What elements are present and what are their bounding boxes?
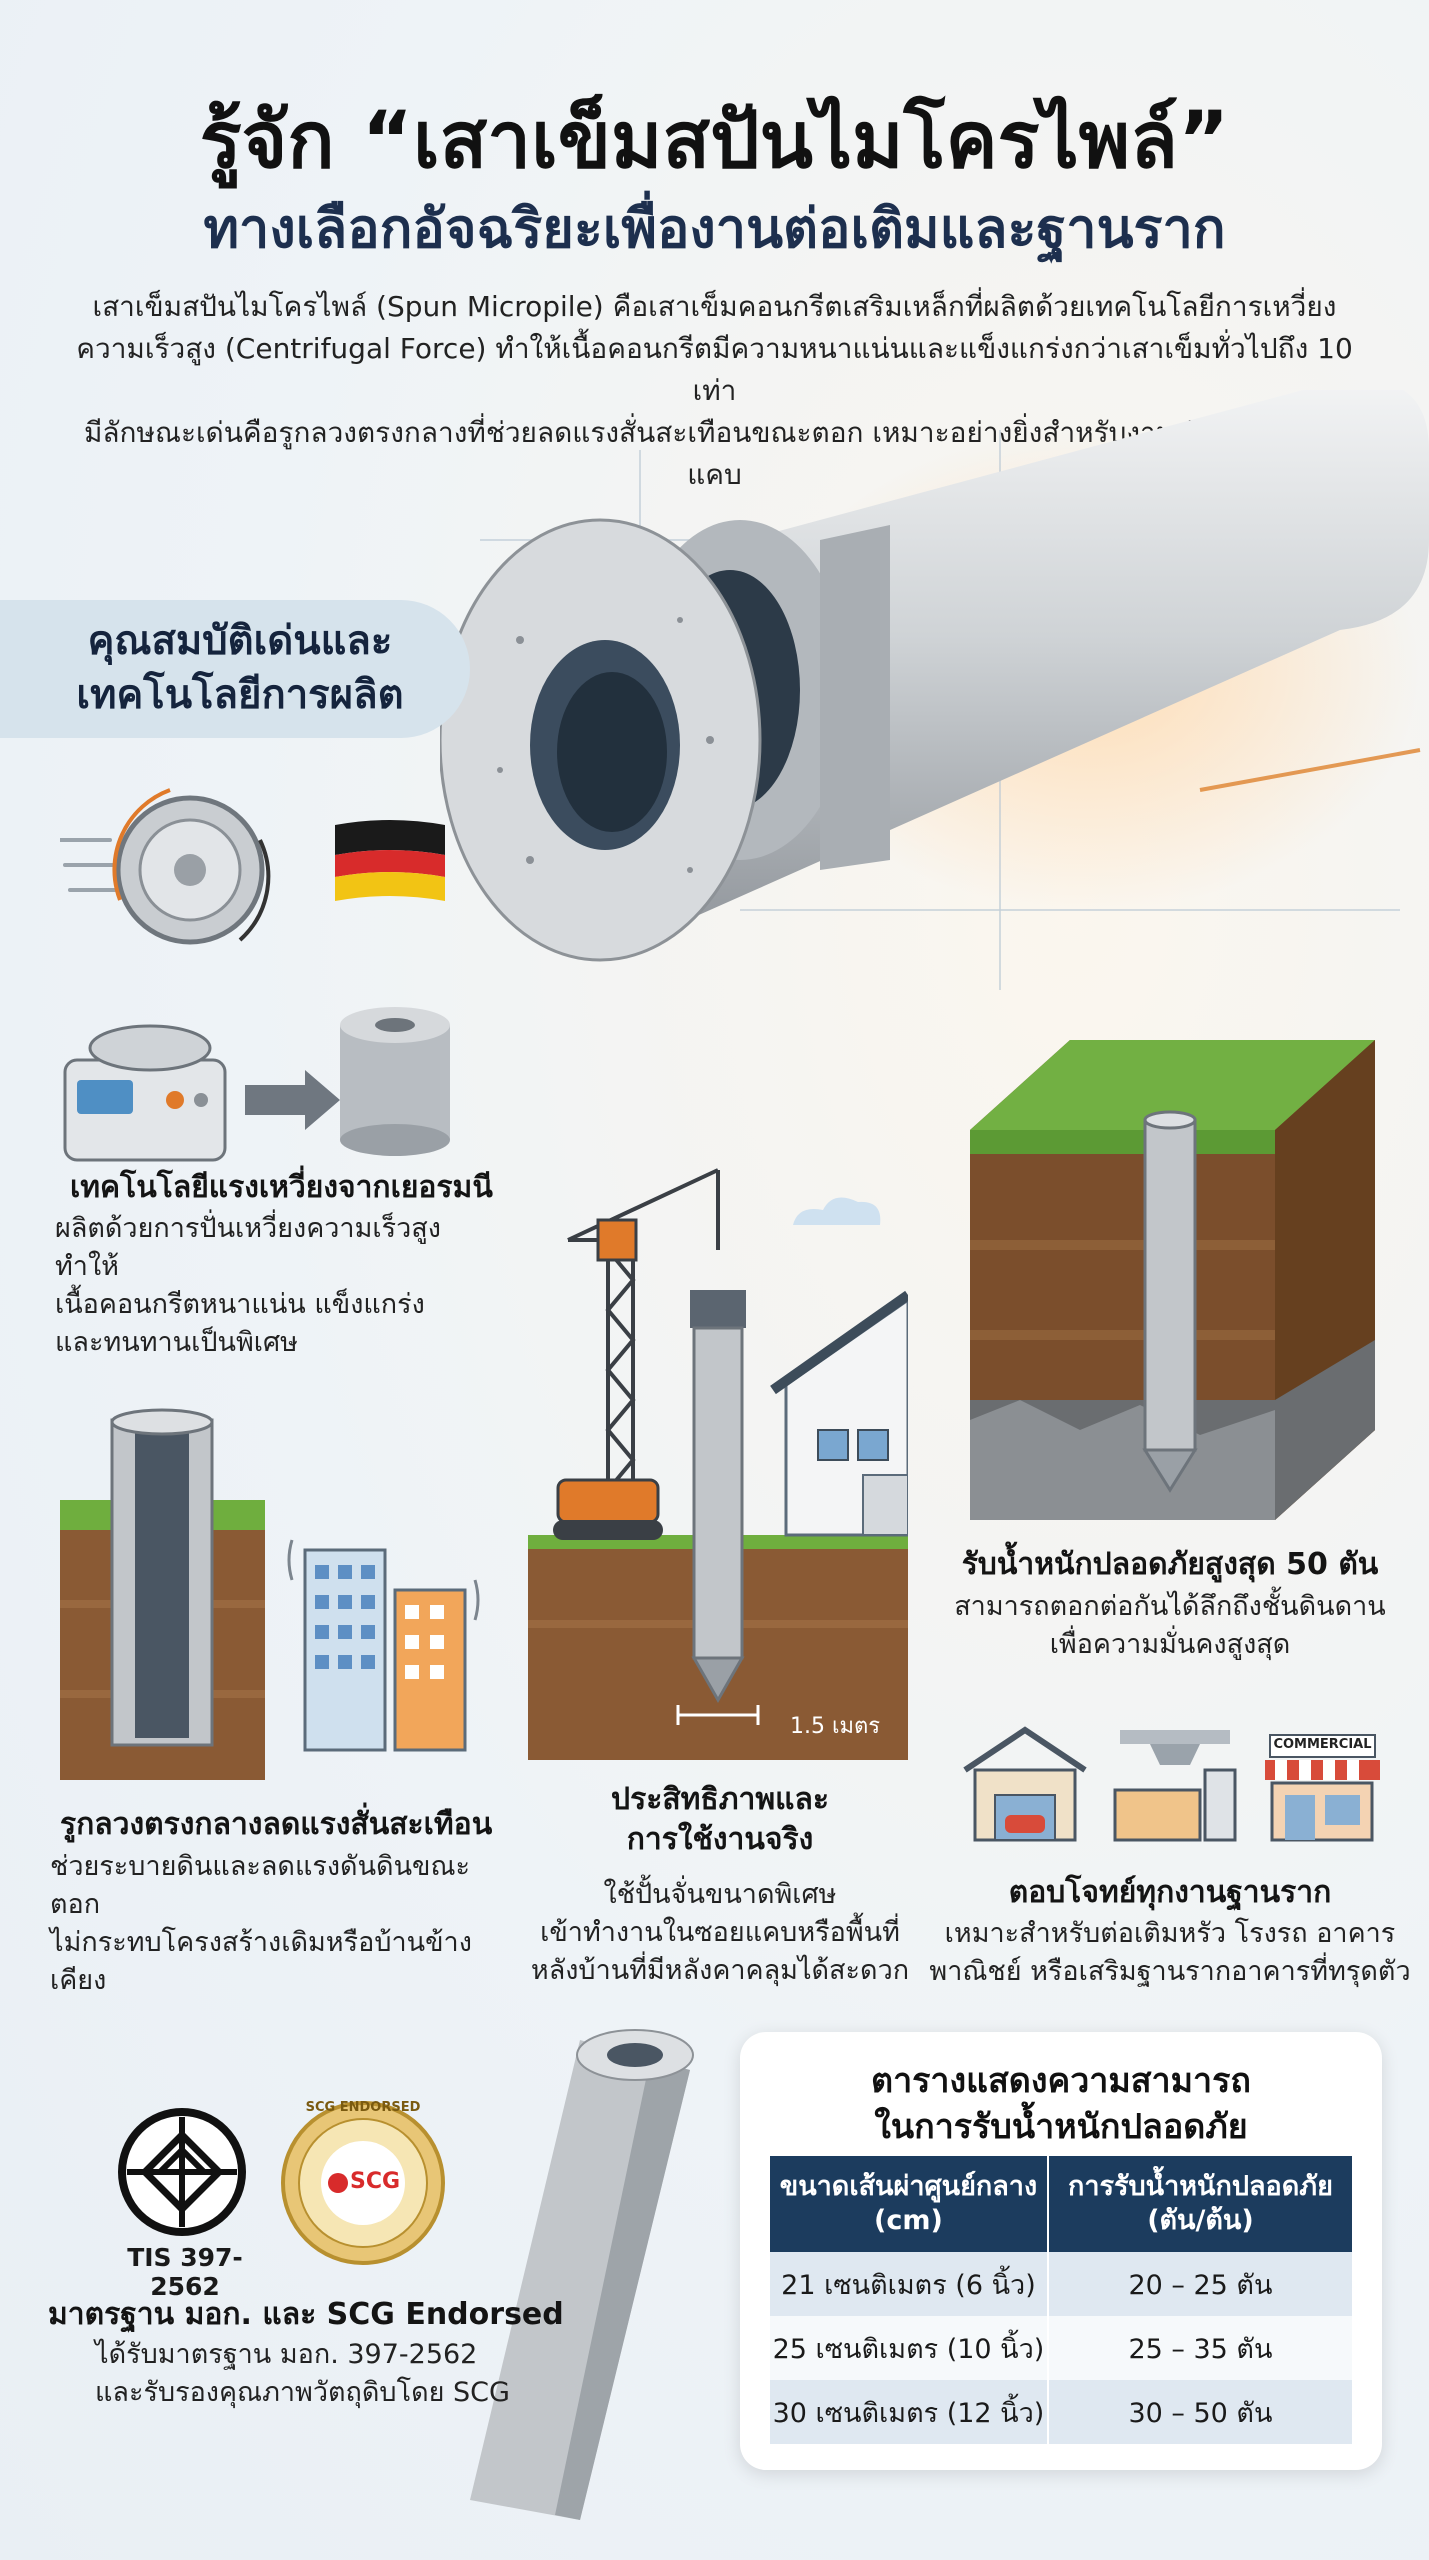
description-line: และทนทานเป็นพิเศษ [55,1327,298,1358]
title-line: ประสิทธิภาพและ [611,1782,829,1817]
table-header-row: ขนาดเส้นผ่าศูนย์กลาง (cm) การรับน้ำหนักป… [770,2156,1352,2252]
description-line: ไม่กระทบโครงสร้างเดิมหรือบ้านข้างเคียง [50,1927,472,1996]
description-line: เพื่อความมั่นคงสูงสุด [1049,1629,1291,1660]
load-capacity-table: ขนาดเส้นผ่าศูนย์กลาง (cm) การรับน้ำหนักป… [770,2156,1352,2444]
germany-flag-icon [335,820,445,901]
feature-hollow-title: รูกลวงตรงกลางลดแรงสั่นสะเทือน [60,1807,493,1842]
description-line: พาณิชย์ หรือเสริมฐานรากอาคารที่ทรุดตัว [929,1956,1411,1987]
table-title-line: ตารางแสดงความสามารถ [870,2061,1251,2101]
features-heading-line: คุณสมบัติเด่นและ [87,618,393,664]
feature-german-description: ผลิตด้วยการปั่นเหวี่ยงความเร็วสูงทำให้ เ… [55,1210,475,1362]
page-subtitle: ทางเลือกอัจฉริยะเพื่องานต่อเติมและฐานราก [203,197,1226,260]
commercial-shop-sign: COMMERCIAL [1273,1737,1372,1752]
table-cell-load: 20 – 25 ตัน [1047,2252,1352,2316]
description-line: ใช้ปั้นจั่นขนาดพิเศษ [603,1879,837,1910]
table-title-line: ในการรับน้ำหนักปลอดภัย [874,2107,1248,2147]
intro-paragraph: เสาเข็มสปันไมโครไพล์ (Spun Micropile) คื… [60,286,1369,496]
description-line: หลังบ้านที่มีหลังคาคลุมได้สะดวก [530,1955,910,1986]
spinning-machine-icon [63,1024,340,1162]
table-row: 25 เซนติเมตร (10 นิ้ว) 25 – 35 ตัน [770,2316,1352,2380]
table-cell-load: 30 – 50 ตัน [1047,2380,1352,2444]
soil-cube-pile-illustration [970,1040,1375,1520]
table-cell-load: 25 – 35 ตัน [1047,2316,1352,2380]
title-line: การใช้งานจริง [626,1822,814,1857]
feature-applications-description: เหมาะสำหรับต่อเติมหรัว โรงรถ อาคาร พาณิช… [925,1915,1415,1991]
table-row: 21 เซนติเมตร (6 นิ้ว) 20 – 25 ตัน [770,2252,1352,2316]
table-header-load: การรับน้ำหนักปลอดภัย (ตัน/ต้น) [1047,2156,1352,2252]
tis-standard-icon [118,2108,246,2236]
table-header-diameter: ขนาดเส้นผ่าศูนย์กลาง (cm) [770,2156,1049,2252]
tis-code: TIS 397-2562 [127,2243,243,2301]
feature-applications-title: ตอบโจทย์ทุกงานฐานราก [1008,1875,1332,1910]
feature-efficiency-description: ใช้ปั้นจั่นขนาดพิเศษ เข้าทำงานในซอยแคบหร… [520,1876,920,1990]
concrete-cylinder-icon [340,1007,450,1156]
table-row: 30 เซนติเมตร (12 นิ้ว) 30 – 50 ตัน [770,2380,1352,2444]
intro-line: ความเร็วสูง (Centrifugal Force) ทำให้เนื… [76,332,1353,407]
hollow-pile-soil-illustration [60,1408,480,1780]
intro-line: เสาเข็มสปันไมโครไพล์ (Spun Micropile) คื… [92,290,1337,323]
features-heading-line: เทคโนโลยีการผลิต [76,672,404,718]
hero-pile-illustration [440,390,1429,990]
crane-installation-illustration [528,1168,908,1760]
certification-description: ได้รับมาตรฐาน มอก. 397-2562 และรับรองคุณ… [95,2336,515,2412]
feature-efficiency-title: ประสิทธิภาพและ การใช้งานจริง [520,1780,920,1860]
scg-logo: SCG [350,2169,401,2194]
feature-load-description: สามารถตอกต่อกันได้ลึกถึงชั้นดินดาน เพื่อ… [940,1588,1400,1664]
feature-hollow-description: ช่วยระบายดินและลดแรงดันดินขณะตอก ไม่กระท… [50,1848,520,2000]
features-section-pill [0,600,470,738]
diagonal-pile-illustration [470,2029,694,2520]
features-section-heading: คุณสมบัติเด่นและ เทคโนโลยีการผลิต [40,614,440,722]
description-line: เนื้อคอนกรีตหนาแน่น แข็งแกร่ง [55,1289,425,1320]
description-line: ช่วยระบายดินและลดแรงดันดินขณะตอก [50,1851,471,1920]
certification-title: มาตรฐาน มอก. และ SCG Endorsed [48,2297,564,2332]
description-line: ได้รับมาตรฐาน มอก. 397-2562 [95,2339,478,2370]
description-line: ผลิตด้วยการปั่นเหวี่ยงความเร็วสูงทำให้ [55,1213,441,1282]
application-icons [963,1726,1380,1842]
scg-endorsed-seal [281,2101,445,2265]
page-title: รู้จัก “เสาเข็มสปันไมโครไพล์” [199,96,1230,186]
feature-german-title: เทคโนโลยีแรงเหวี่ยงจากเยอรมนี [70,1170,493,1205]
description-line: และรับรองคุณภาพวัตถุดิบโดย SCG [95,2377,510,2408]
table-cell-diameter: 30 เซนติเมตร (12 นิ้ว) [770,2380,1049,2444]
dimension-label: 1.5 เมตร [790,1714,881,1739]
description-line: เหมาะสำหรับต่อเติมหรัว โรงรถ อาคาร [944,1918,1396,1949]
table-cell-diameter: 25 เซนติเมตร (10 นิ้ว) [770,2316,1049,2380]
table-cell-diameter: 21 เซนติเมตร (6 นิ้ว) [770,2252,1049,2316]
description-line: สามารถตอกต่อกันได้ลึกถึงชั้นดินดาน [954,1591,1386,1622]
feature-load-title: รับน้ำหนักปลอดภัยสูงสุด 50 ตัน [961,1547,1379,1582]
seal-ring-text: SCG ENDORSED [305,2100,421,2115]
description-line: เข้าทำงานในซอยแคบหรือพื้นที่ [540,1917,900,1948]
spinning-disc-icon [60,788,271,945]
load-table-title: ตารางแสดงความสามารถ ในการรับน้ำหนักปลอดภ… [740,2058,1382,2150]
